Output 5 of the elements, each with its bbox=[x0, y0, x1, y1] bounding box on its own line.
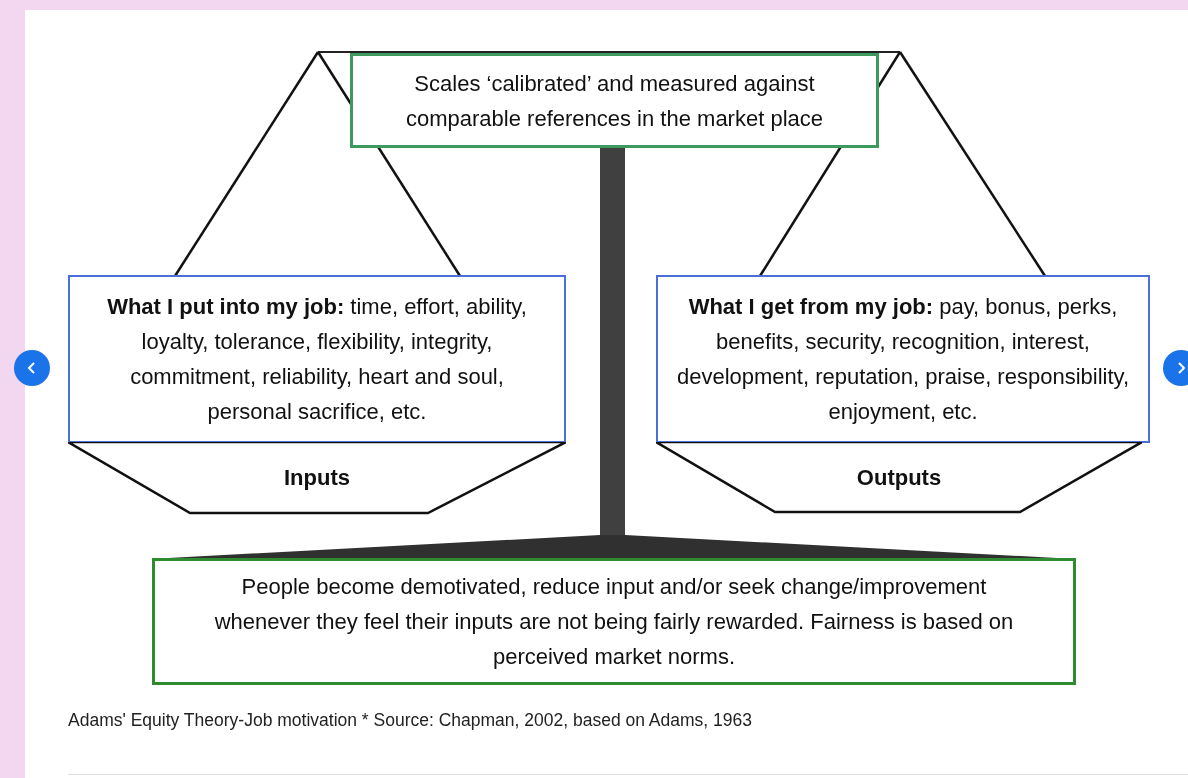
conclusion-box: People become demotivated, reduce input and/or seek change/improvement whenever they feel their inputs are not being fairly rewarded. Fairness is based on perceived market norms. bbox=[152, 558, 1076, 685]
scale-pan: Outputs bbox=[656, 442, 1142, 514]
scale-pan: Inputs bbox=[68, 442, 566, 515]
note-box: Scales ‘calibrated’ and measured against comparable references in the market place bbox=[350, 53, 879, 148]
caption: Adams' Equity Theory-Job motivation * Source: Chapman, 2002, based on Adams, 1963 bbox=[68, 710, 752, 731]
